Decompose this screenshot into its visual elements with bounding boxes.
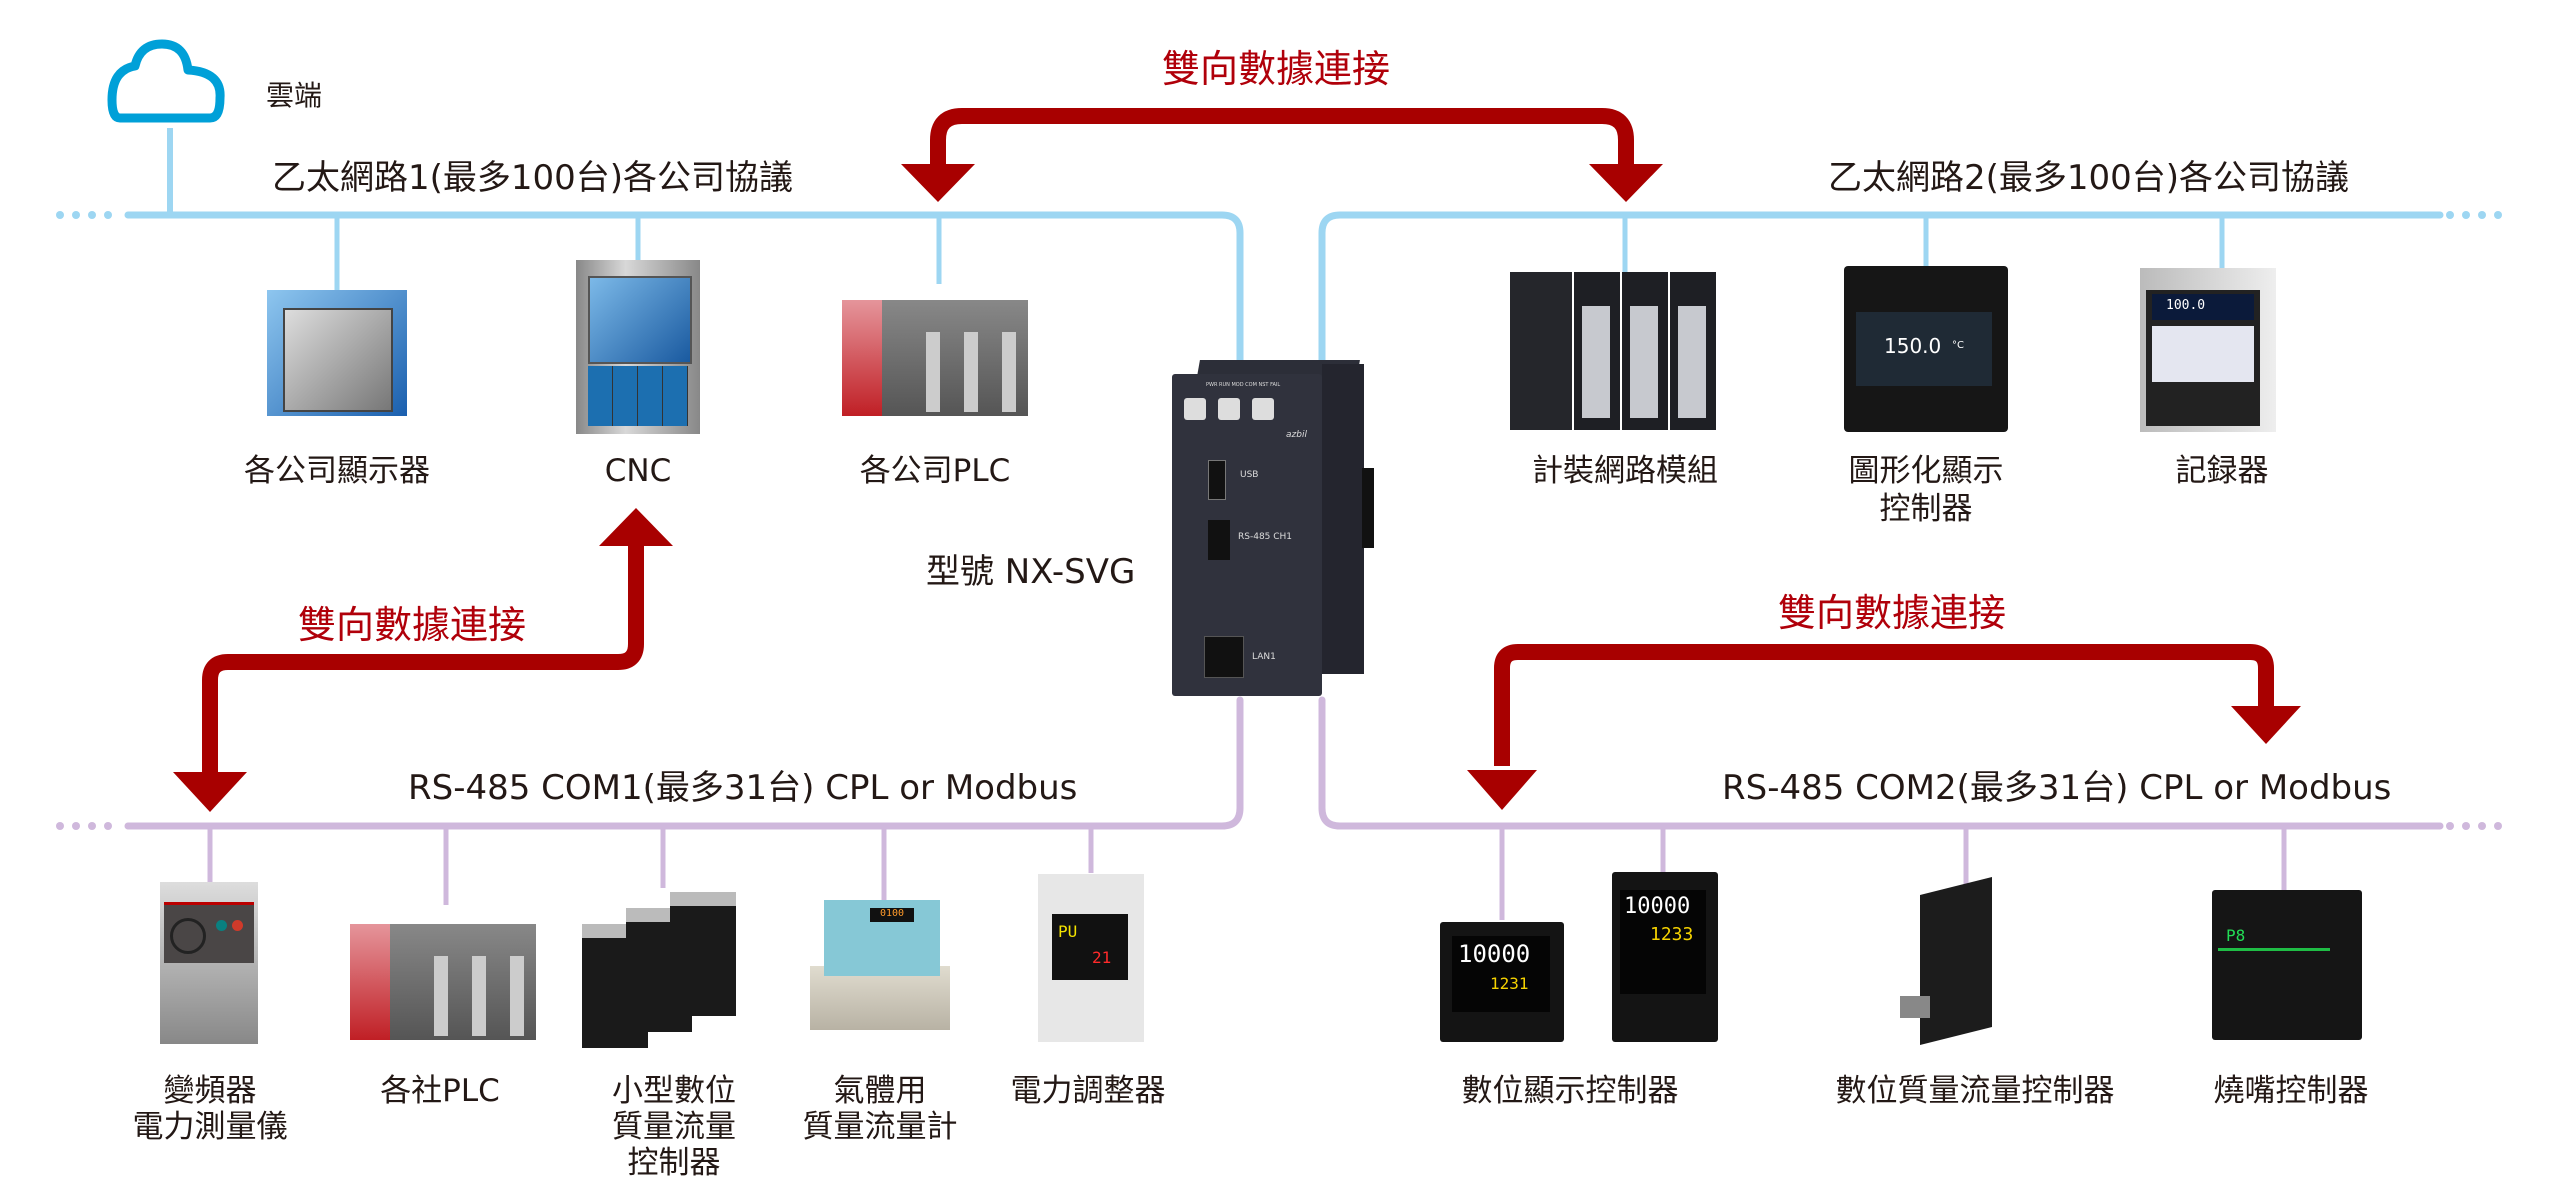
device-label-inverter-1: 變頻器 — [163, 1073, 257, 1109]
compact-mfc-image — [582, 888, 752, 1048]
rs485-terminal-icon — [1208, 520, 1230, 560]
mfm-readout: 0100 — [870, 908, 914, 922]
rs485-com2-line — [1318, 696, 2502, 920]
digital-mfc-image — [1900, 877, 2030, 1046]
power-regulator-image: PU 21 — [1038, 874, 1144, 1042]
device-label-digital-mfc: 數位質量流量控制器 — [1835, 1073, 2115, 1109]
controller-a-sp-readout: 1231 — [1490, 974, 1529, 993]
controller-a-pv-readout: 10000 — [1458, 940, 1531, 968]
display-device-image — [267, 290, 407, 416]
data-link-arrow-top — [901, 108, 1663, 202]
inverter-image — [160, 882, 258, 1044]
ethernet2-line — [1318, 211, 2502, 364]
device-label-compact-mfc-2: 質量流量 — [612, 1109, 736, 1145]
device-label-display: 各公司顯示器 — [244, 453, 430, 489]
digital-controller-b-image: 10000 1233 — [1612, 872, 1718, 1042]
device-label-burner-controller: 燒嘴控制器 — [2213, 1073, 2369, 1109]
device-label-recorder: 記録器 — [2175, 453, 2269, 489]
controller-b-pv-readout: 10000 — [1624, 894, 1691, 919]
device-label-gas-mfm-1: 氣體用 — [833, 1073, 927, 1109]
data-link-arrow-right — [1467, 644, 2301, 810]
status-led-labels: PWR RUN MOD COM NST FAIL — [1206, 382, 1281, 388]
digital-controller-a-image: 10000 1231 — [1440, 922, 1564, 1042]
network-module-image — [1510, 272, 1724, 430]
device-label-graphic-controller-2: 控制器 — [1879, 491, 1973, 527]
unit-readout: °C — [1952, 340, 1964, 351]
rs485-com1-label: RS-485 COM1(最多31台) CPL or Modbus — [408, 768, 1078, 808]
lan-port-icon — [1204, 636, 1244, 678]
rotary-switch-icon — [1218, 398, 1240, 420]
device-label-plc-com1: 各社PLC — [380, 1073, 500, 1109]
device-label-plc: 各公司PLC — [859, 453, 1011, 489]
regulator-readout-2: 21 — [1092, 948, 1112, 967]
gas-mass-flow-meter-image: 0100 — [810, 900, 950, 1036]
plc-device-image — [842, 284, 1028, 416]
rs485-com2-label: RS-485 COM2(最多31台) CPL or Modbus — [1722, 768, 2392, 808]
lan1-label: LAN1 — [1252, 652, 1276, 662]
data-link-label-right: 雙向數據連接 — [1778, 591, 2007, 635]
data-link-arrow-left — [173, 508, 673, 812]
device-label-compact-mfc-3: 控制器 — [627, 1145, 721, 1181]
device-label-inverter-2: 電力測量儀 — [132, 1109, 288, 1145]
cnc-device-image — [576, 260, 700, 434]
controller-b-sp-readout: 1233 — [1650, 924, 1694, 945]
device-label-gas-mfm-2: 質量流量計 — [802, 1109, 958, 1145]
cloud-icon — [107, 39, 225, 123]
data-link-label-top: 雙向數據連接 — [1162, 47, 1391, 91]
cloud-label: 雲端 — [266, 79, 323, 112]
graphic-controller-image: 150.0 °C — [1844, 266, 2008, 432]
ethernet1-label: 乙太網路1(最多100台)各公司協議 — [272, 158, 794, 198]
device-label-digital-controller: 數位顯示控制器 — [1461, 1073, 1679, 1109]
regulator-readout-1: PU — [1058, 922, 1078, 941]
device-label-graphic-controller-1: 圖形化顯示 — [1848, 453, 2004, 489]
device-label-compact-mfc-1: 小型數位 — [612, 1073, 736, 1109]
ethernet2-label: 乙太網路2(最多100台)各公司協議 — [1828, 158, 2350, 198]
device-label-network-module: 計裝網路模組 — [1532, 453, 1718, 489]
recorder-readout: 100.0 — [2166, 298, 2206, 313]
rs485-com1-line — [56, 696, 1244, 905]
burner-controller-image: P8 — [2212, 890, 2362, 1040]
device-label-cnc: CNC — [604, 453, 672, 489]
device-label-power-regulator: 電力調整器 — [1010, 1073, 1166, 1109]
rotary-switch-icon — [1252, 398, 1274, 420]
usb-label: USB — [1240, 470, 1259, 480]
recorder-image: 100.0 — [2140, 268, 2276, 432]
plc-com1-image — [350, 908, 536, 1040]
ethernet1-line — [56, 211, 1244, 364]
nx-svg-device: PWR RUN MOD COM NST FAIL azbil USB RS-48… — [1172, 360, 1374, 700]
burner-readout: P8 — [2226, 926, 2246, 945]
rs485-ch1-label: RS-485 CH1 — [1238, 532, 1293, 542]
rotary-switch-icon — [1184, 398, 1206, 420]
data-link-label-left: 雙向數據連接 — [298, 603, 527, 647]
brand-logo: azbil — [1286, 430, 1307, 440]
center-device-model-label: 型號 NX-SVG — [926, 552, 1136, 592]
usb-port-icon — [1208, 460, 1226, 500]
pv-readout: 150.0 — [1884, 334, 1942, 358]
